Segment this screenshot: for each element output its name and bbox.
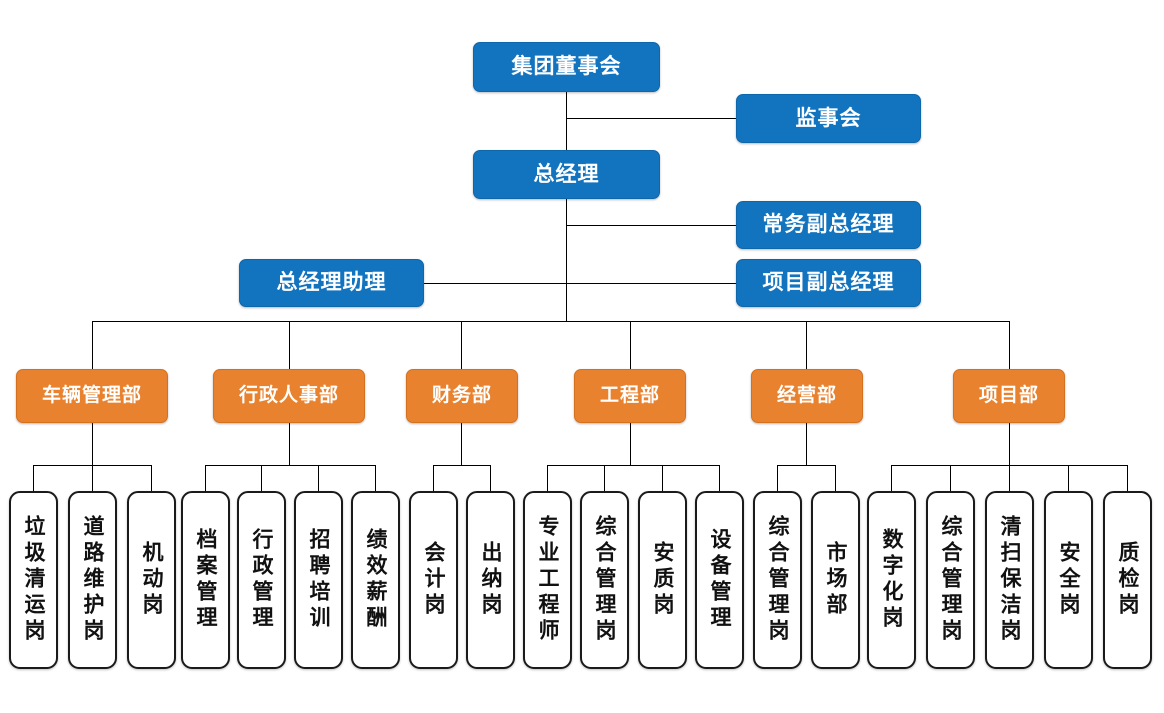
node-position-mobile-duty[interactable]: 机动岗 [127,491,176,669]
position-label: 市场部 [824,541,848,619]
node-position-cleaning-sanitation[interactable]: 清扫保洁岗 [985,491,1034,669]
node-supervisory-board[interactable]: 监事会 [736,94,921,143]
node-department-finance[interactable]: 财务部 [406,369,518,423]
position-label: 行政管理 [250,528,274,632]
connector-operations-drop-1 [777,465,778,491]
position-label: 道路维护岗 [81,515,105,645]
connector-admin-hr-bus [205,465,375,466]
position-label: 会计岗 [422,541,446,619]
position-label: 招聘培训 [307,528,331,632]
node-position-administrative-management[interactable]: 行政管理 [237,491,286,669]
node-position-safety[interactable]: 安全岗 [1044,491,1093,669]
node-gm-assistant[interactable]: 总经理助理 [239,259,424,307]
node-department-engineering[interactable]: 工程部 [574,369,686,423]
node-position-recruitment-training[interactable]: 招聘培训 [294,491,343,669]
connector-project-drop-5 [1127,465,1128,491]
connector-bus-to-project [1009,321,1010,369]
connector-gm-to-exec-deputy [566,225,736,226]
connector-project-drop-2 [950,465,951,491]
node-position-accounting[interactable]: 会计岗 [409,491,458,669]
position-label: 安全岗 [1057,541,1081,619]
connector-engineering-bus [547,465,719,466]
connector-engineering-drop-2 [604,465,605,491]
position-label: 综合管理岗 [766,515,790,645]
position-label: 设备管理 [708,528,732,632]
connector-finance-bus [433,465,490,466]
node-general-manager[interactable]: 总经理 [473,150,660,199]
position-label: 综合管理岗 [593,515,617,645]
connector-bus-to-vehicle-management [92,321,93,369]
position-label: 机动岗 [140,541,164,619]
position-label: 绩效薪酬 [364,528,388,632]
connector-project-drop-1 [891,465,892,491]
connector-vehicle-management-drop-2 [92,465,93,491]
connector-vehicle-management-drop-1 [33,465,34,491]
node-position-market[interactable]: 市场部 [811,491,860,669]
node-department-project[interactable]: 项目部 [953,369,1065,423]
node-position-road-maintenance[interactable]: 道路维护岗 [68,491,117,669]
node-position-engineering-general-management[interactable]: 综合管理岗 [580,491,629,669]
connector-engineering-stem [630,423,631,465]
connector-bus-to-engineering [630,321,631,369]
connector-bus-to-operations [806,321,807,369]
connector-admin-hr-drop-4 [375,465,376,491]
connector-finance-stem [461,423,462,465]
connector-admin-hr-drop-1 [205,465,206,491]
department-bus-line [92,321,1010,322]
connector-bus-to-admin-hr [289,321,290,369]
position-label: 质检岗 [1116,541,1140,619]
node-position-cashier[interactable]: 出纳岗 [466,491,515,669]
connector-finance-drop-2 [490,465,491,491]
connector-gm-to-assistant [424,283,566,284]
connector-bus-to-finance [461,321,462,369]
node-position-operations-general-management[interactable]: 综合管理岗 [753,491,802,669]
node-position-performance-compensation[interactable]: 绩效薪酬 [351,491,400,669]
node-board[interactable]: 集团董事会 [473,42,660,92]
node-position-professional-engineer[interactable]: 专业工程师 [523,491,572,669]
node-position-garbage-transport[interactable]: 垃圾清运岗 [9,491,58,669]
node-position-digitalization[interactable]: 数字化岗 [867,491,916,669]
position-label: 安质岗 [651,541,675,619]
node-department-operations[interactable]: 经营部 [751,369,863,423]
connector-operations-drop-2 [835,465,836,491]
node-position-project-general-management[interactable]: 综合管理岗 [926,491,975,669]
position-label: 专业工程师 [536,515,560,645]
connector-board-to-gm [566,92,567,150]
connector-vehicle-management-drop-3 [151,465,152,491]
connector-engineering-drop-3 [662,465,663,491]
node-executive-deputy-gm[interactable]: 常务副总经理 [736,201,921,249]
position-label: 清扫保洁岗 [998,515,1022,645]
node-position-safety-quality[interactable]: 安质岗 [638,491,687,669]
connector-gm-to-bus [566,199,567,321]
node-project-deputy-gm[interactable]: 项目副总经理 [736,259,921,307]
connector-gm-stem-to-supervisory [566,118,736,119]
connector-operations-bus [777,465,835,466]
position-label: 数字化岗 [880,528,904,632]
connector-admin-hr-drop-2 [261,465,262,491]
connector-project-drop-3 [1009,465,1010,491]
connector-engineering-drop-4 [719,465,720,491]
node-position-quality-inspection[interactable]: 质检岗 [1103,491,1152,669]
connector-admin-hr-drop-3 [318,465,319,491]
connector-admin-hr-stem [289,423,290,465]
connector-finance-drop-1 [433,465,434,491]
connector-project-drop-4 [1068,465,1069,491]
connector-operations-stem [806,423,807,465]
position-label: 出纳岗 [479,541,503,619]
position-label: 垃圾清运岗 [22,515,46,645]
node-department-vehicle-management[interactable]: 车辆管理部 [16,369,168,423]
node-position-equipment-management[interactable]: 设备管理 [695,491,744,669]
connector-engineering-drop-1 [547,465,548,491]
position-label: 档案管理 [194,528,218,632]
node-department-admin-hr[interactable]: 行政人事部 [213,369,365,423]
connector-gm-to-project-deputy [566,283,736,284]
node-position-archive-management[interactable]: 档案管理 [181,491,230,669]
position-label: 综合管理岗 [939,515,963,645]
connector-vehicle-management-stem [92,423,93,465]
connector-project-stem [1009,423,1010,465]
